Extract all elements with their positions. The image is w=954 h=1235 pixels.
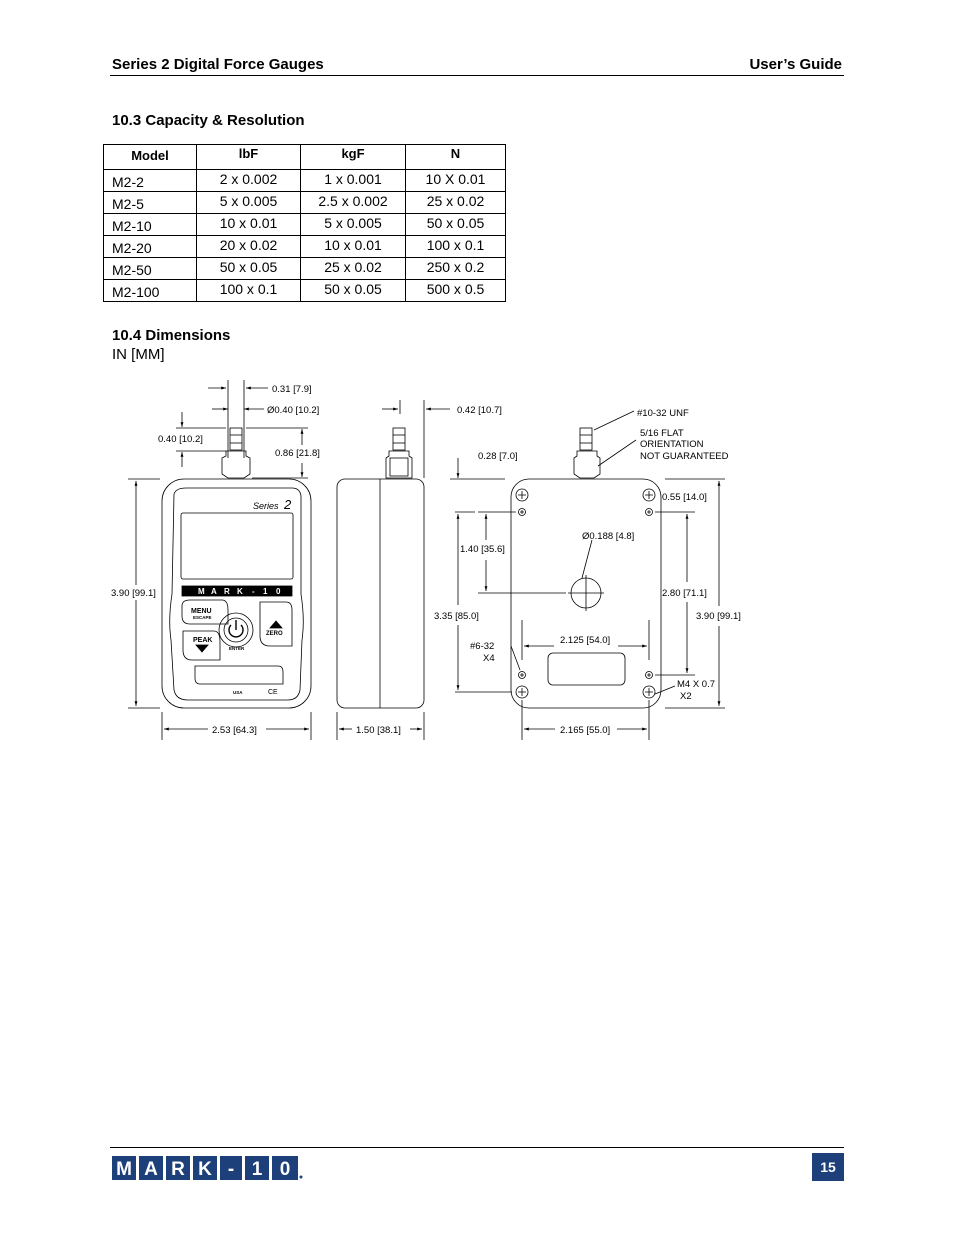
model-cell: M2-100 <box>103 279 197 302</box>
header-rule <box>110 75 844 76</box>
ce-mark: CE <box>268 689 278 696</box>
column-header: lbF <box>196 144 301 170</box>
device-logo: M A R K - 1 0 <box>182 586 292 596</box>
column-header: N <box>405 144 506 170</box>
thread-label: #10-32 UNF <box>637 408 689 419</box>
dim-150-label: 1.50 [38.1] <box>356 725 401 736</box>
flat-label-1: 5/16 FLAT <box>640 428 684 439</box>
dim-dia0188-label: Ø0.188 [4.8] <box>582 531 634 542</box>
dim-140-label: 1.40 [35.6] <box>460 544 505 555</box>
flat-label-3: NOT GUARANTEED <box>640 451 729 462</box>
lbf-cell: 20 x 0.02 <box>196 235 301 258</box>
dim-028-label: 0.28 [7.0] <box>478 451 518 462</box>
dim-2125-label: 2.125 [54.0] <box>560 635 610 646</box>
header-guide: User’s Guide <box>749 56 842 73</box>
device-logo-letter: R <box>224 587 230 596</box>
flat-label-2: ORIENTATION <box>640 439 704 450</box>
n-cell: 50 x 0.05 <box>405 213 506 236</box>
footer-logo-letter: R <box>171 1159 185 1180</box>
device-logo-letter: A <box>211 587 217 596</box>
screw-632-qty: X4 <box>483 653 495 664</box>
kgf-cell: 50 x 0.05 <box>300 279 406 302</box>
footer-logo-letter: 1 <box>252 1159 263 1180</box>
dim-042-label: 0.42 [10.7] <box>457 405 502 416</box>
lbf-cell: 100 x 0.1 <box>196 279 301 302</box>
page-number: 15 <box>812 1153 844 1181</box>
series-number: 2 <box>283 497 292 512</box>
footer-logo-letter: M <box>116 1159 132 1180</box>
dim-390-back-label: 3.90 [99.1] <box>696 611 741 622</box>
dimensions-units: IN [MM] <box>112 346 165 363</box>
footer-logo-letter: - <box>228 1159 234 1180</box>
header-title: Series 2 Digital Force Gauges <box>112 56 324 73</box>
dim-086-label: 0.86 [21.8] <box>275 448 320 459</box>
n-cell: 500 x 0.5 <box>405 279 506 302</box>
device-logo-letter: - <box>252 587 255 596</box>
dim-040-label: 0.40 [10.2] <box>158 434 203 445</box>
dim-335-label: 3.35 [85.0] <box>434 611 479 622</box>
kgf-cell: 25 x 0.02 <box>300 257 406 280</box>
usa-mark: USA <box>233 690 243 695</box>
escape-key-label: ESCAPE <box>193 615 212 620</box>
dim-280-label: 2.80 [71.1] <box>662 588 707 599</box>
dim-390-front-label: 3.90 [99.1] <box>111 588 156 599</box>
dim-031-label: 0.31 [7.9] <box>272 384 312 395</box>
dim-2165-label: 2.165 [55.0] <box>560 725 610 736</box>
screw-m4-qty: X2 <box>680 691 692 702</box>
footer-logo-letter: A <box>144 1159 158 1180</box>
table-header-row: Model lbF kgF N <box>103 144 506 170</box>
footer-logo-letter: K <box>198 1159 212 1180</box>
enter-key-label: ENTER <box>229 646 245 651</box>
kgf-cell: 2.5 x 0.002 <box>300 191 406 214</box>
kgf-cell: 5 x 0.005 <box>300 213 406 236</box>
footer-rule <box>110 1147 844 1148</box>
series-label: Series <box>253 501 279 511</box>
n-cell: 10 X 0.01 <box>405 169 506 192</box>
n-cell: 25 x 0.02 <box>405 191 506 214</box>
zero-key-label: ZERO <box>266 631 283 637</box>
n-cell: 100 x 0.1 <box>405 235 506 258</box>
lbf-cell: 10 x 0.01 <box>196 213 301 236</box>
screw-m4-label: M4 X 0.7 <box>677 679 715 690</box>
side-view <box>336 400 450 740</box>
footer-logo: M A R K - 1 0 <box>112 1156 303 1180</box>
dim-253-label: 2.53 [64.3] <box>212 725 257 736</box>
menu-key-label: MENU <box>191 608 212 615</box>
device-logo-letter: M <box>198 587 205 596</box>
device-logo-letter: 1 <box>263 587 268 596</box>
back-view <box>450 410 725 740</box>
peak-key-label: PEAK <box>193 637 212 644</box>
footer-logo-letter: 0 <box>280 1159 291 1180</box>
dimensions-section-title: 10.4 Dimensions <box>112 327 231 344</box>
dim-055-label: 0.55 [14.0] <box>662 492 707 503</box>
front-view <box>128 380 312 740</box>
screw-632-label: #6-32 <box>470 641 494 652</box>
device-logo-letter: K <box>237 587 243 596</box>
dim-dia040-label: Ø0.40 [10.2] <box>267 405 319 416</box>
capacity-section-title: 10.3 Capacity & Resolution <box>112 112 305 129</box>
kgf-cell: 10 x 0.01 <box>300 235 406 258</box>
device-logo-letter: 0 <box>276 587 281 596</box>
